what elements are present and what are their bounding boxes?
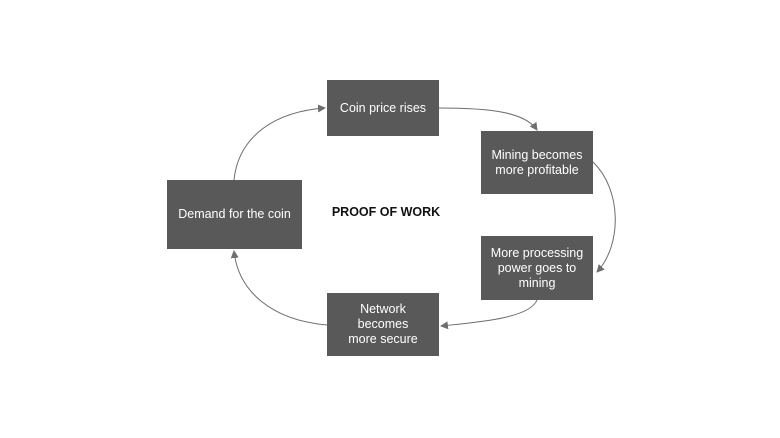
node-label: More processing power goes to mining bbox=[490, 245, 584, 290]
node-label: Mining becomes more profitable bbox=[491, 147, 583, 177]
arrow-demand-to-coin-price bbox=[233, 104, 326, 181]
arrow-processing-to-network bbox=[440, 299, 538, 330]
node-label: Network becomes more secure bbox=[348, 302, 418, 346]
diagram-title: PROOF OF WORK bbox=[331, 205, 441, 219]
node-label: Coin price rises bbox=[339, 100, 427, 115]
node-network-more-secure: Network becomes more secure bbox=[327, 293, 439, 356]
node-coin-price-rises: Coin price rises bbox=[327, 80, 439, 136]
arrow-mining-to-processing bbox=[592, 161, 616, 273]
node-more-processing-power: More processing power goes to mining bbox=[481, 236, 593, 300]
node-demand-for-coin: Demand for the coin bbox=[167, 180, 302, 249]
arrow-network-to-demand bbox=[230, 250, 328, 326]
arrow-coin-price-to-mining bbox=[438, 107, 538, 131]
node-label: Demand for the coin bbox=[178, 207, 291, 221]
node-mining-more-profitable: Mining becomes more profitable bbox=[481, 131, 593, 194]
